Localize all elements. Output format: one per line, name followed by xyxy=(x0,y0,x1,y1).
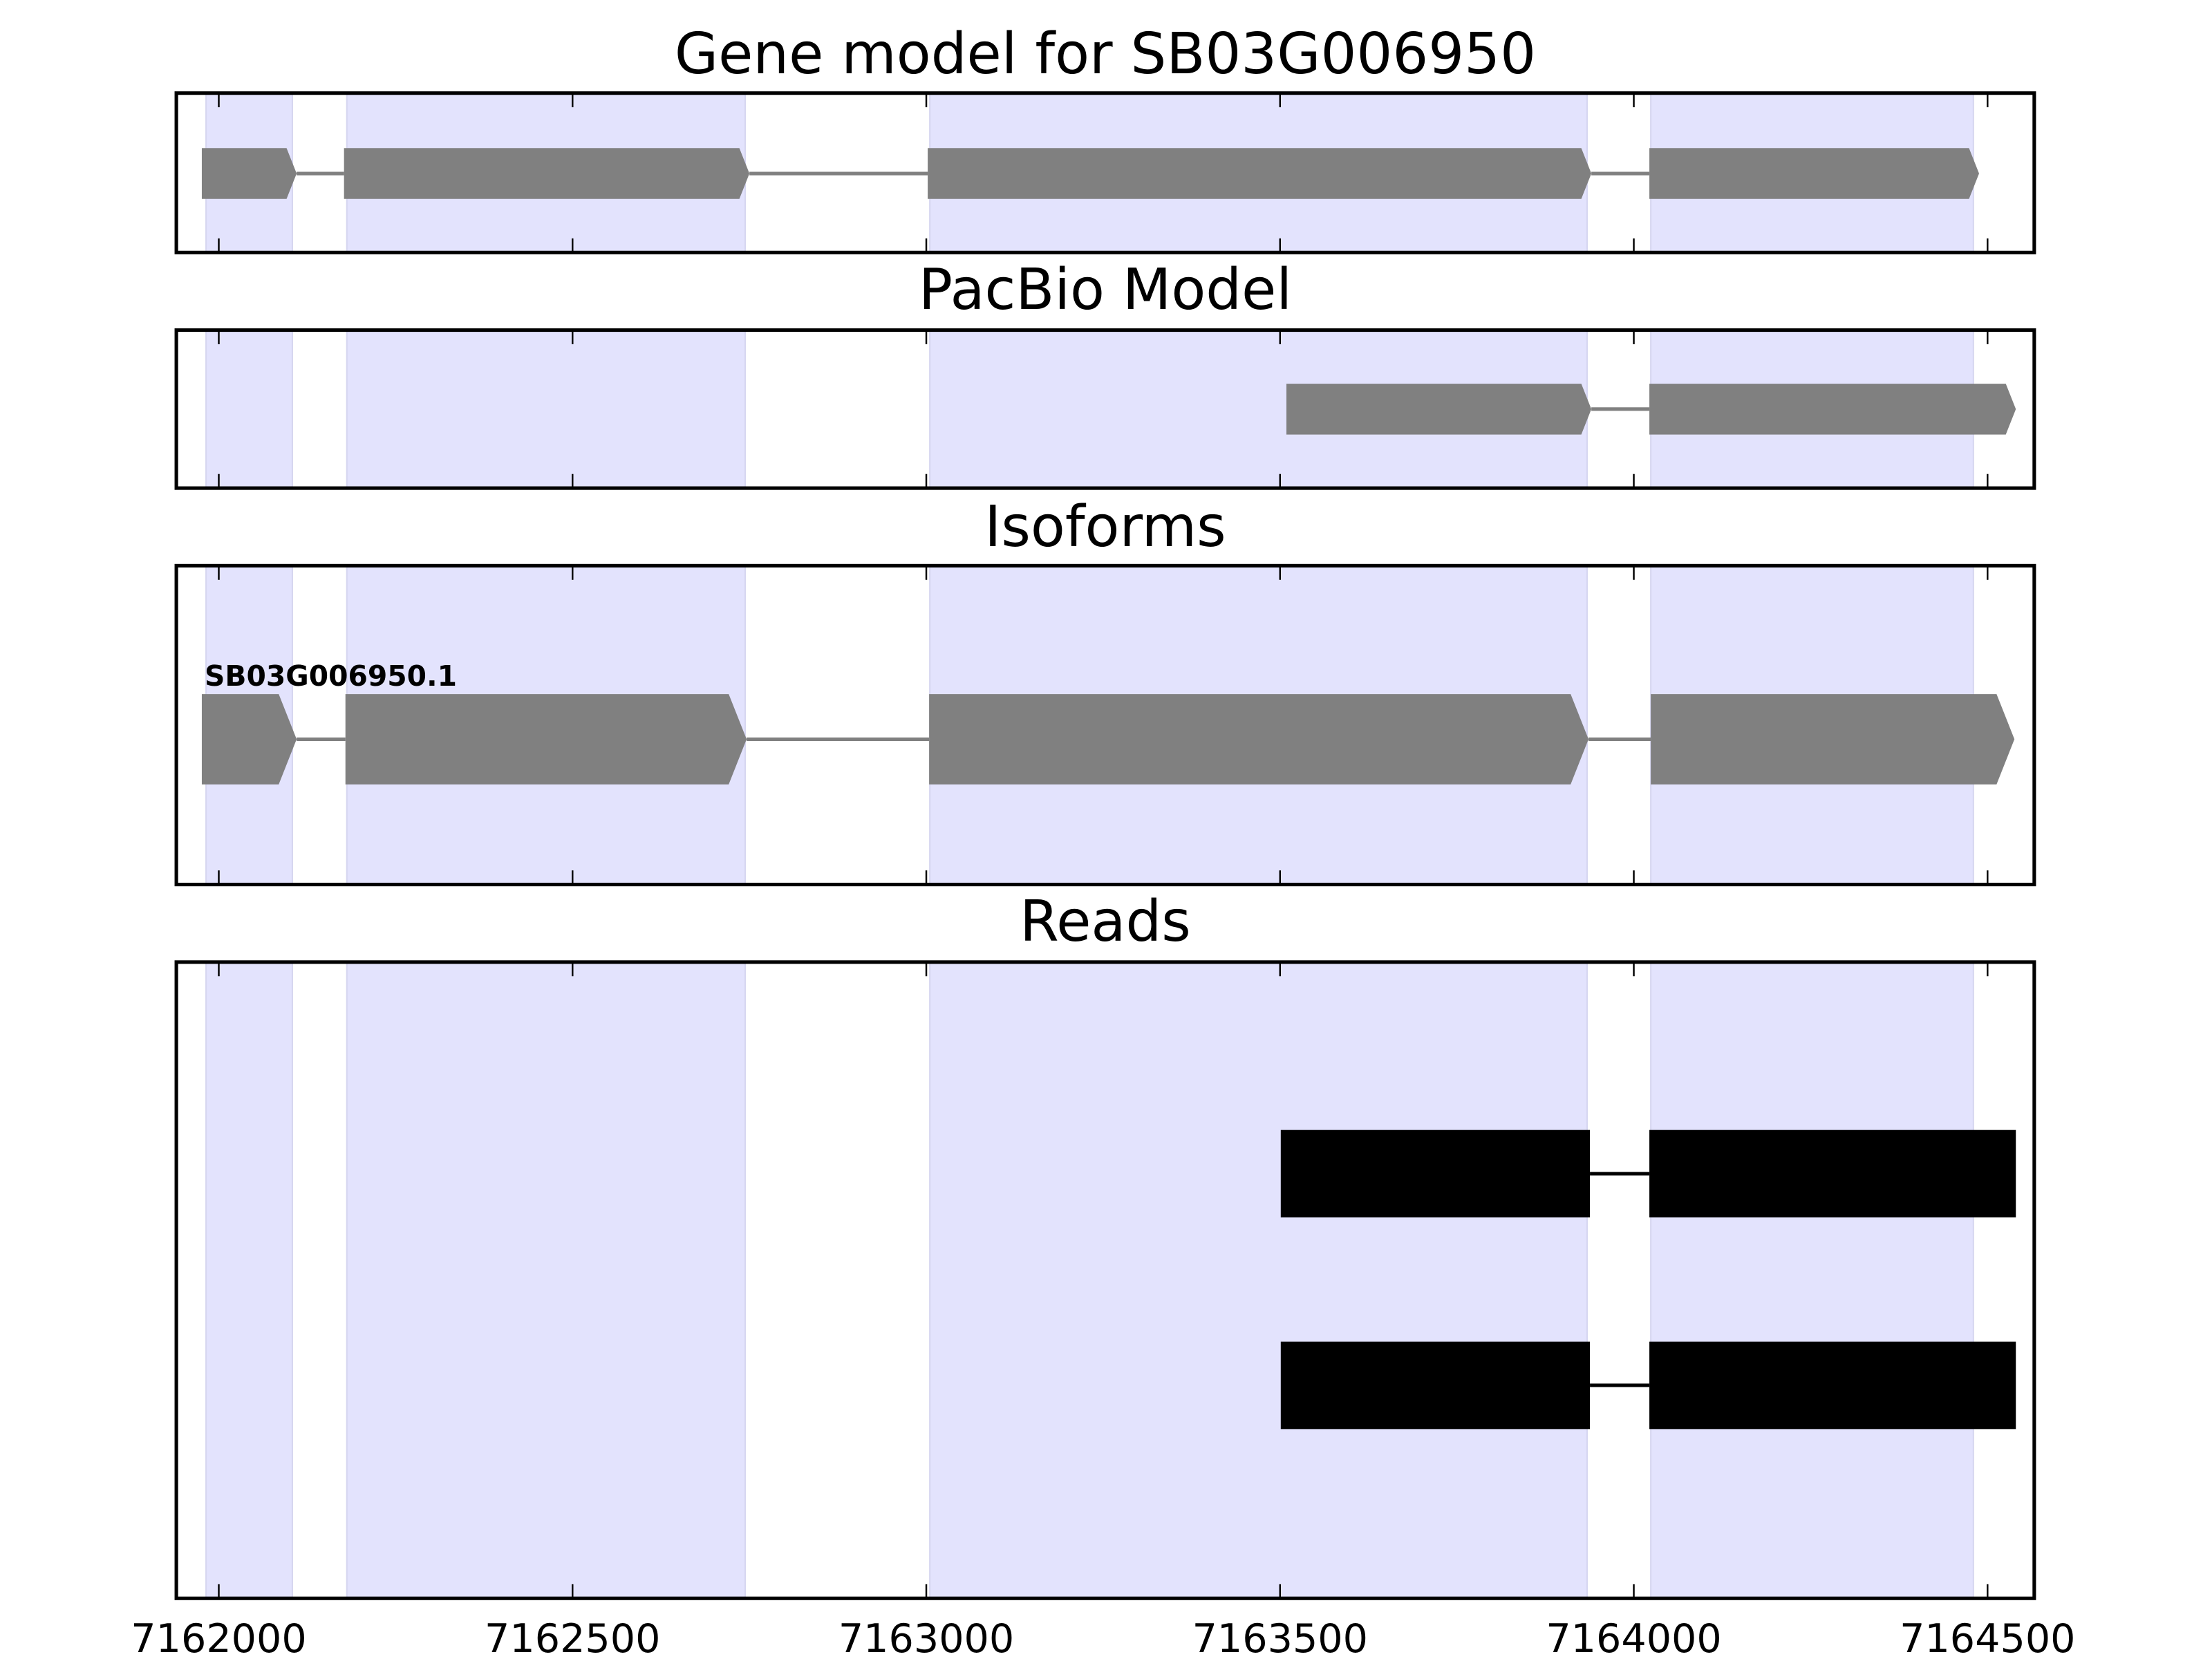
exon-block xyxy=(1286,384,1592,435)
panel-title: Isoforms xyxy=(984,494,1226,560)
panel-0: Gene model for SB03G006950 xyxy=(174,21,2036,254)
read-block xyxy=(1280,1130,1591,1218)
exon-block xyxy=(201,148,297,199)
x-tick-label: 7164500 xyxy=(1900,1616,2075,1659)
exon-block xyxy=(344,148,750,199)
panel-frame xyxy=(174,960,2036,1600)
panel-frame xyxy=(174,563,2036,887)
exon-block xyxy=(1649,384,2016,435)
panel-title: Reads xyxy=(1020,889,1191,955)
exon-block xyxy=(1649,148,1980,199)
isoform-label: SB03G006950.1 xyxy=(205,659,457,693)
x-tick-label: 7163500 xyxy=(1192,1616,1368,1659)
x-tick-label: 7162500 xyxy=(485,1616,660,1659)
read-block xyxy=(1649,1341,2016,1430)
exon-highlight-region xyxy=(1650,961,1974,1600)
panel-frame xyxy=(174,91,2036,254)
exon-block xyxy=(201,694,297,785)
exon-highlight-region xyxy=(929,961,1588,1600)
panel-1: PacBio Model xyxy=(174,257,2036,490)
exon-block xyxy=(928,148,1592,199)
exon-highlight-region xyxy=(346,329,747,489)
panel-title: Gene model for SB03G006950 xyxy=(675,21,1536,87)
exon-highlight-region xyxy=(205,329,293,489)
x-tick-label: 7162000 xyxy=(131,1616,306,1659)
read-block xyxy=(1280,1341,1591,1430)
exon-block xyxy=(929,694,1589,785)
panel-3: Reads 7162000 7162500 7163000 7163500 7164000… xyxy=(131,889,2075,1659)
exon-highlight-region xyxy=(346,961,747,1600)
exon-block xyxy=(345,694,747,785)
x-tick-label: 7164000 xyxy=(1546,1616,1721,1659)
panel-frame xyxy=(174,328,2036,490)
read-block xyxy=(1649,1130,2016,1218)
exon-block xyxy=(1651,694,2015,785)
exon-highlight-region xyxy=(205,961,293,1600)
panel-title: PacBio Model xyxy=(919,257,1292,323)
x-tick-label: 7163000 xyxy=(838,1616,1014,1659)
